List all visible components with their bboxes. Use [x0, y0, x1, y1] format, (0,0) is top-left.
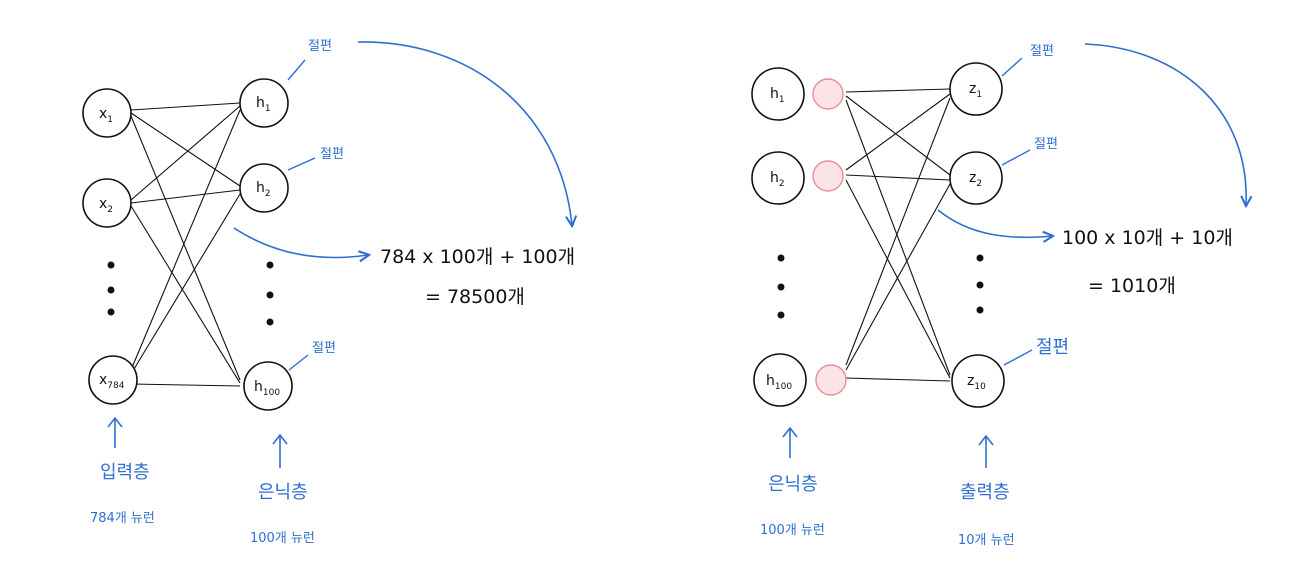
right-hidden-ellipsis	[777, 254, 785, 319]
input-layer-title: 입력층	[100, 462, 150, 483]
input-node-2: x2	[82, 178, 132, 228]
bias-label-z10: 절편	[1036, 337, 1069, 358]
svg-text:x2: x2	[99, 196, 113, 215]
output-layer-title: 출력층	[960, 482, 1010, 503]
right-hidden-node-2: h2	[751, 151, 805, 205]
output-node-10: z10	[951, 354, 1005, 408]
svg-text:z10: z10	[967, 373, 986, 392]
right-arrow-from-bias	[1084, 43, 1246, 205]
left-arrow-from-weights	[233, 227, 368, 258]
right-arrow-from-weights	[937, 209, 1052, 237]
bias-label-z1: 절편	[1030, 44, 1054, 59]
activation-node-2	[812, 160, 844, 192]
left-formula-line2: = 78500개	[425, 286, 525, 308]
hidden-layer-arrow-left	[272, 433, 288, 468]
output-node-1: z1	[949, 62, 1003, 116]
input-layer-count: 784개 뉴런	[90, 511, 155, 526]
right-network: h1 h2 h100 z1 z2	[751, 43, 1246, 548]
svg-text:z1: z1	[969, 81, 982, 100]
right-connections	[845, 88, 951, 382]
input-ellipsis	[107, 261, 115, 316]
left-network: x1 x2 x784 h1 h2	[82, 39, 575, 546]
left-bias-annotations	[287, 59, 316, 371]
hidden-ellipsis	[266, 261, 274, 326]
hidden-node-1: h1	[239, 78, 289, 128]
hidden-node-2: h2	[239, 163, 289, 213]
output-ellipsis	[976, 254, 984, 314]
right-formula-line1: 100 x 10개 + 10개	[1062, 227, 1233, 249]
svg-text:z2: z2	[969, 170, 982, 189]
input-node-1: x1	[82, 88, 132, 138]
left-connections	[130, 102, 241, 387]
hidden-layer-title-right: 은닉층	[768, 474, 818, 495]
svg-text:h2: h2	[770, 170, 785, 189]
svg-text:h1: h1	[770, 86, 785, 105]
right-formula-line2: = 1010개	[1088, 275, 1176, 297]
right-hidden-node-1: h1	[751, 67, 805, 121]
hidden-layer-title-left: 은닉층	[258, 482, 308, 503]
hidden-layer-count-right: 100개 뉴런	[760, 523, 825, 538]
output-layer-arrow	[978, 434, 994, 468]
activation-node-100	[815, 364, 847, 396]
right-bias-annotations	[1001, 57, 1033, 366]
bias-label-h2: 절편	[320, 147, 344, 162]
activation-node-1	[812, 78, 844, 110]
right-hidden-node-100: h100	[753, 353, 807, 407]
bias-label-z2: 절편	[1034, 137, 1058, 152]
hidden-node-100: h100	[243, 361, 293, 411]
svg-text:x784: x784	[99, 372, 125, 391]
svg-text:h2: h2	[256, 180, 271, 199]
svg-text:h100: h100	[254, 379, 280, 398]
bias-label-h1: 절편	[308, 39, 332, 54]
left-formula-line1: 784 x 100개 + 100개	[380, 246, 575, 268]
svg-text:h1: h1	[256, 95, 271, 114]
svg-text:x1: x1	[99, 106, 113, 125]
output-node-2: z2	[949, 151, 1003, 205]
output-layer-count: 10개 뉴런	[958, 533, 1015, 548]
input-node-784: x784	[88, 355, 138, 405]
bias-label-h100: 절편	[312, 341, 336, 356]
input-layer-arrow	[107, 416, 123, 448]
right-hidden-layer-arrow	[782, 426, 798, 458]
left-arrow-from-bias	[357, 41, 572, 225]
hidden-layer-count-left: 100개 뉴런	[250, 531, 315, 546]
svg-text:h100: h100	[766, 373, 792, 392]
